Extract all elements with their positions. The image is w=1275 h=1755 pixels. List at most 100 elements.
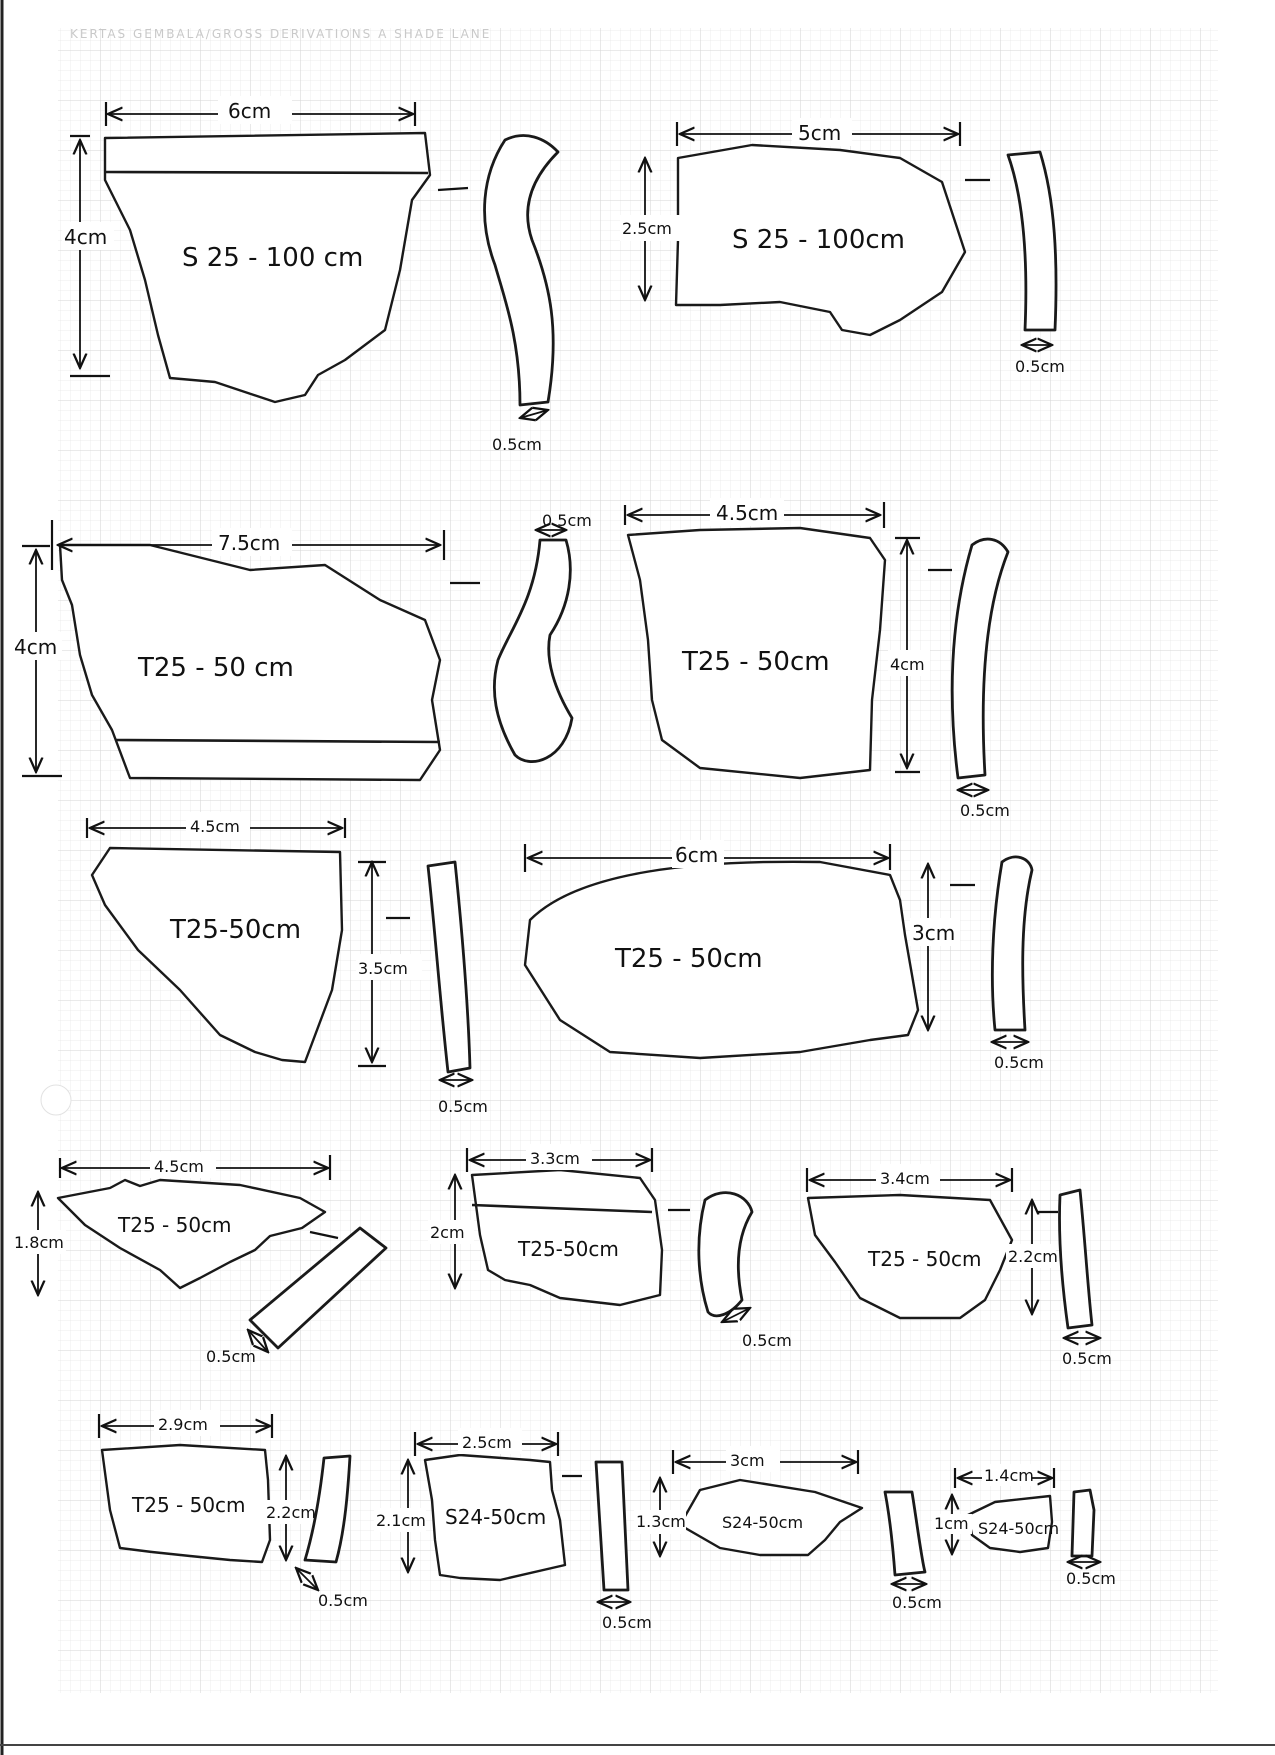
sherd-7-label: T25 - 50cm — [117, 1213, 232, 1237]
sherd-3-label: T25 - 50 cm — [137, 653, 294, 683]
sherd-11-width-label-bg — [458, 1428, 522, 1454]
sherd-5-thickness-label: 0.5cm — [438, 1097, 488, 1116]
sherd-1-height-label-bg — [62, 222, 114, 250]
sherd-7-width-label-bg — [150, 1152, 216, 1178]
sherd-2: S 25 - 100cm 5cm 2.5cm 0.5cm — [620, 118, 1065, 376]
sherd-1-label: S 25 - 100 cm — [182, 243, 363, 273]
sherd-11-outline — [423, 1453, 567, 1582]
sherd-12-height-label-bg — [634, 1510, 686, 1534]
sherd-12-outline — [678, 1478, 864, 1557]
sherd-2-height-label-bg — [620, 215, 684, 241]
sherd-11-height-label: 2.1cm — [376, 1511, 426, 1530]
sherd-11-width-label: 2.5cm — [462, 1433, 512, 1452]
sherd-5-width-label-bg — [186, 812, 250, 840]
sherd-2-outline — [674, 143, 967, 337]
sherd-13-height-label: 1cm — [934, 1514, 969, 1533]
sherd-10-thickness-arrow — [296, 1568, 318, 1590]
sherd-3-profile-section — [492, 538, 574, 763]
sherd-12: S24-50cm 3cm 1.3cm 0.5cm — [634, 1446, 942, 1612]
sherd-4-profile-section — [950, 537, 1010, 780]
sherd-13-height-label-bg — [932, 1514, 972, 1534]
sherd-13-outline — [966, 1494, 1054, 1554]
sherd-2-width-label: 5cm — [798, 121, 841, 145]
sherd-3-thickness-label: 0.5cm — [542, 511, 592, 530]
sherd-8-height-label-bg — [428, 1220, 474, 1244]
sherd-2-profile-section — [1006, 150, 1058, 332]
sherd-6-height-label-bg — [910, 918, 960, 946]
sherd-13-profile-section — [1070, 1488, 1096, 1558]
punch-hole — [40, 1084, 72, 1116]
sherd-9-label: T25 - 50cm — [867, 1247, 982, 1271]
sherd-7-width-label: 4.5cm — [154, 1157, 204, 1176]
sherd-5-height-label-bg — [356, 954, 422, 980]
sherd-1-width-label: 6cm — [228, 99, 271, 123]
sherd-11-profile-section — [594, 1460, 630, 1592]
sherd-5-height-label: 3.5cm — [358, 959, 408, 978]
sherd-8-label: T25-50cm — [517, 1237, 619, 1261]
sherd-3-width-label-bg — [212, 528, 292, 556]
sherd-11-thickness-label: 0.5cm — [602, 1613, 652, 1632]
sherd-11-label: S24-50cm — [445, 1505, 546, 1529]
sherd-7-thickness-label: 0.5cm — [206, 1347, 256, 1366]
sherd-7-outline — [56, 1178, 327, 1290]
sherd-1-rim-line — [104, 170, 429, 175]
sherd-4-thickness-label: 0.5cm — [960, 801, 1010, 820]
sherd-3-height-label: 4cm — [14, 635, 57, 659]
sherd-2-width-label-bg — [792, 118, 852, 146]
sherd-10-width-label: 2.9cm — [158, 1415, 208, 1434]
sherd-3-outline — [58, 543, 442, 782]
sherd-4: T25 - 50cm 4.5cm 4cm 0.5cm — [623, 498, 1010, 820]
sherd-12-height-label: 1.3cm — [636, 1512, 686, 1531]
sherd-8-rim-line — [471, 1203, 653, 1214]
sherd-8-thickness-arrow — [722, 1308, 750, 1322]
sherd-12-thickness-label: 0.5cm — [892, 1593, 942, 1612]
sherd-1-thickness-arrow — [520, 410, 548, 418]
sherd-7: T25 - 50cm 4.5cm 1.8cm 0.5cm — [12, 1152, 388, 1366]
sherd-3-rim-line — [114, 738, 441, 744]
sherd-1: S 25 - 100 cm 6cm 4cm 0.5cm — [62, 96, 560, 454]
sherd-9-width-label-bg — [876, 1164, 940, 1190]
sherd-12-width-label-bg — [726, 1446, 780, 1472]
sherd-9-height-label: 2.2cm — [1008, 1247, 1058, 1266]
sherd-9-height-label-bg — [1006, 1244, 1056, 1268]
sherd-8-thickness-label: 0.5cm — [742, 1331, 792, 1350]
sherd-7-thickness-arrow — [248, 1330, 268, 1352]
sherd-10-profile-section — [303, 1454, 352, 1564]
sherd-8-width-label: 3.3cm — [530, 1149, 580, 1168]
sherd-10-thickness-label: 0.5cm — [318, 1591, 368, 1610]
sherd-3-height-label-bg — [12, 632, 62, 660]
sherd-1-profile-section — [483, 134, 560, 407]
sherd-6-width-label-bg — [672, 840, 724, 868]
sherd-2-label: S 25 - 100cm — [732, 225, 905, 255]
sherd-3-width-label: 7.5cm — [218, 531, 280, 555]
sherd-3: T25 - 50 cm 7.5cm 4cm 0.5cm — [12, 511, 592, 782]
sherd-9-thickness-label: 0.5cm — [1062, 1349, 1112, 1368]
sherd-10-width-label-bg — [154, 1410, 220, 1436]
sherd-1-outline — [103, 131, 432, 404]
sherd-4-width-label-bg — [710, 498, 784, 526]
sherd-6-width-label: 6cm — [675, 843, 718, 867]
sherd-13-width-label-bg — [982, 1464, 1032, 1486]
sherd-4-width-label: 4.5cm — [716, 501, 778, 525]
sherd-13-width-label: 1.4cm — [984, 1466, 1034, 1485]
sherd-5: T25-50cm 4.5cm 3.5cm 0.5cm — [85, 812, 488, 1116]
sherd-8: T25-50cm 3.3cm 2cm 0.5cm — [428, 1144, 792, 1350]
sherd-10: T25 - 50cm 2.9cm 2.2cm 0.5cm — [97, 1410, 368, 1610]
sherd-8-profile-section — [697, 1191, 754, 1318]
sherd-8-height-label: 2cm — [430, 1223, 465, 1242]
sherd-13-thickness-label: 0.5cm — [1066, 1569, 1116, 1588]
sherd-11-height-label-bg — [374, 1508, 426, 1532]
sherd-4-height-label: 4cm — [890, 655, 925, 674]
sherd-5-outline — [90, 846, 344, 1064]
sherd-1-section-dash — [437, 186, 469, 192]
sherd-9-outline — [806, 1193, 1014, 1320]
sherd-6-profile-section — [990, 855, 1034, 1032]
sherd-1-width-label-bg — [218, 96, 292, 124]
sherd-12-label: S24-50cm — [722, 1513, 803, 1532]
sherd-10-height-label: 2.2cm — [266, 1503, 316, 1522]
sherd-1-thickness-label: 0.5cm — [492, 435, 542, 454]
sherd-5-label: T25-50cm — [169, 915, 301, 945]
sherd-12-width-label: 3cm — [730, 1451, 765, 1470]
